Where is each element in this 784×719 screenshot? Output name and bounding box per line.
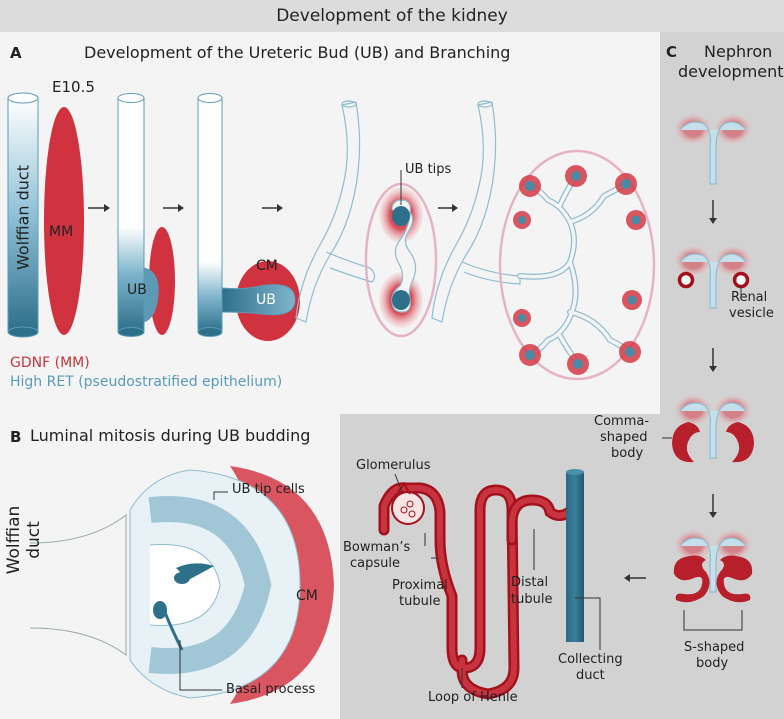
panel-b-heading: Luminal mitosis during UB budding (30, 426, 311, 445)
basal-process-label: Basal process (226, 682, 316, 697)
ub-label-2: UB (256, 292, 276, 308)
ub-tip-cells-pointer (213, 491, 228, 500)
ub-tips-bud (379, 187, 423, 328)
renal-vesicle-label-line1: Renal (731, 290, 768, 305)
branched-ub-tree (517, 173, 633, 367)
panel-c-letter: C (666, 43, 678, 61)
panel-c-heading-line2: development (678, 62, 784, 81)
panel-b-wolffian-duct-label: Wolffian duct (4, 505, 44, 575)
stage-comma-shaped-body (672, 395, 754, 463)
loop-of-henle-label: Loop of Henle (428, 690, 518, 705)
ub-label-1: UB (127, 282, 147, 298)
branch-tips (513, 165, 646, 375)
panel-a-heading: Development of the Ureteric Bud (UB) and… (84, 43, 511, 62)
s-shaped-label-line2: body (696, 656, 729, 671)
basal-process-pointer (179, 640, 222, 691)
branching-stage-4 (295, 100, 376, 323)
cm-halo-stage-5 (498, 149, 656, 381)
stage-s-shaped-body (673, 530, 753, 603)
nephron-illustration (378, 469, 584, 700)
s-shaped-label-line1: S-shaped (684, 640, 745, 655)
cm-label-b: CM (296, 588, 318, 604)
panel-b-letter: B (10, 428, 22, 446)
wolffian-duct-stage-1 (7, 92, 39, 338)
ub-tip-cells-label: UB tip cells (232, 482, 305, 497)
ub-budding-illustration (29, 466, 334, 704)
nephron-pointers (394, 473, 601, 688)
cm-label-a: CM (256, 258, 278, 274)
bowmans-label-line2: capsule (350, 556, 400, 571)
s-shaped-bracket (683, 610, 743, 631)
collecting-label-line2: duct (576, 668, 605, 683)
stage-label: E10.5 (52, 78, 95, 96)
collecting-label-line1: Collecting (558, 652, 623, 667)
panel-c-background (660, 32, 784, 719)
distal-label-line1: Distal (511, 575, 549, 590)
wolffian-duct-stage-2 (117, 93, 175, 337)
wolffian-duct-stage-3 (197, 93, 300, 341)
distal-label-line2: tubule (511, 592, 553, 607)
stage-mesenchymal-aggregate (675, 114, 751, 185)
wolffian-duct-label: Wolffian duct (13, 165, 33, 270)
branching-stage-5 (431, 100, 521, 323)
panel-a-background (0, 32, 660, 414)
panel-a-letter: A (10, 44, 22, 62)
bowmans-label-line1: Bowman’s (343, 540, 411, 555)
ub-tips-label: UB tips (405, 162, 452, 177)
nephron-panel-background (340, 414, 660, 719)
proximal-label-line1: Proximal (392, 578, 448, 593)
comma-label-line3: body (611, 446, 644, 461)
legend-ret: High RET (pseudostratified epithelium) (10, 374, 283, 390)
proximal-label-line2: tubule (399, 594, 441, 609)
metanephric-mesenchyme (44, 107, 84, 335)
renal-vesicle-label-line2: vesicle (729, 306, 774, 321)
mm-label: MM (49, 224, 74, 240)
panel-c-heading-line1: Nephron (704, 42, 773, 61)
glomerulus-label: Glomerulus (356, 458, 431, 473)
comma-label-line2: shaped (600, 430, 648, 445)
stage-renal-vesicle (675, 246, 751, 309)
figure-title: Development of the kidney (0, 0, 784, 32)
comma-label-line1: Comma- (594, 414, 650, 429)
legend-gdnf: GDNF (MM) (10, 355, 90, 371)
